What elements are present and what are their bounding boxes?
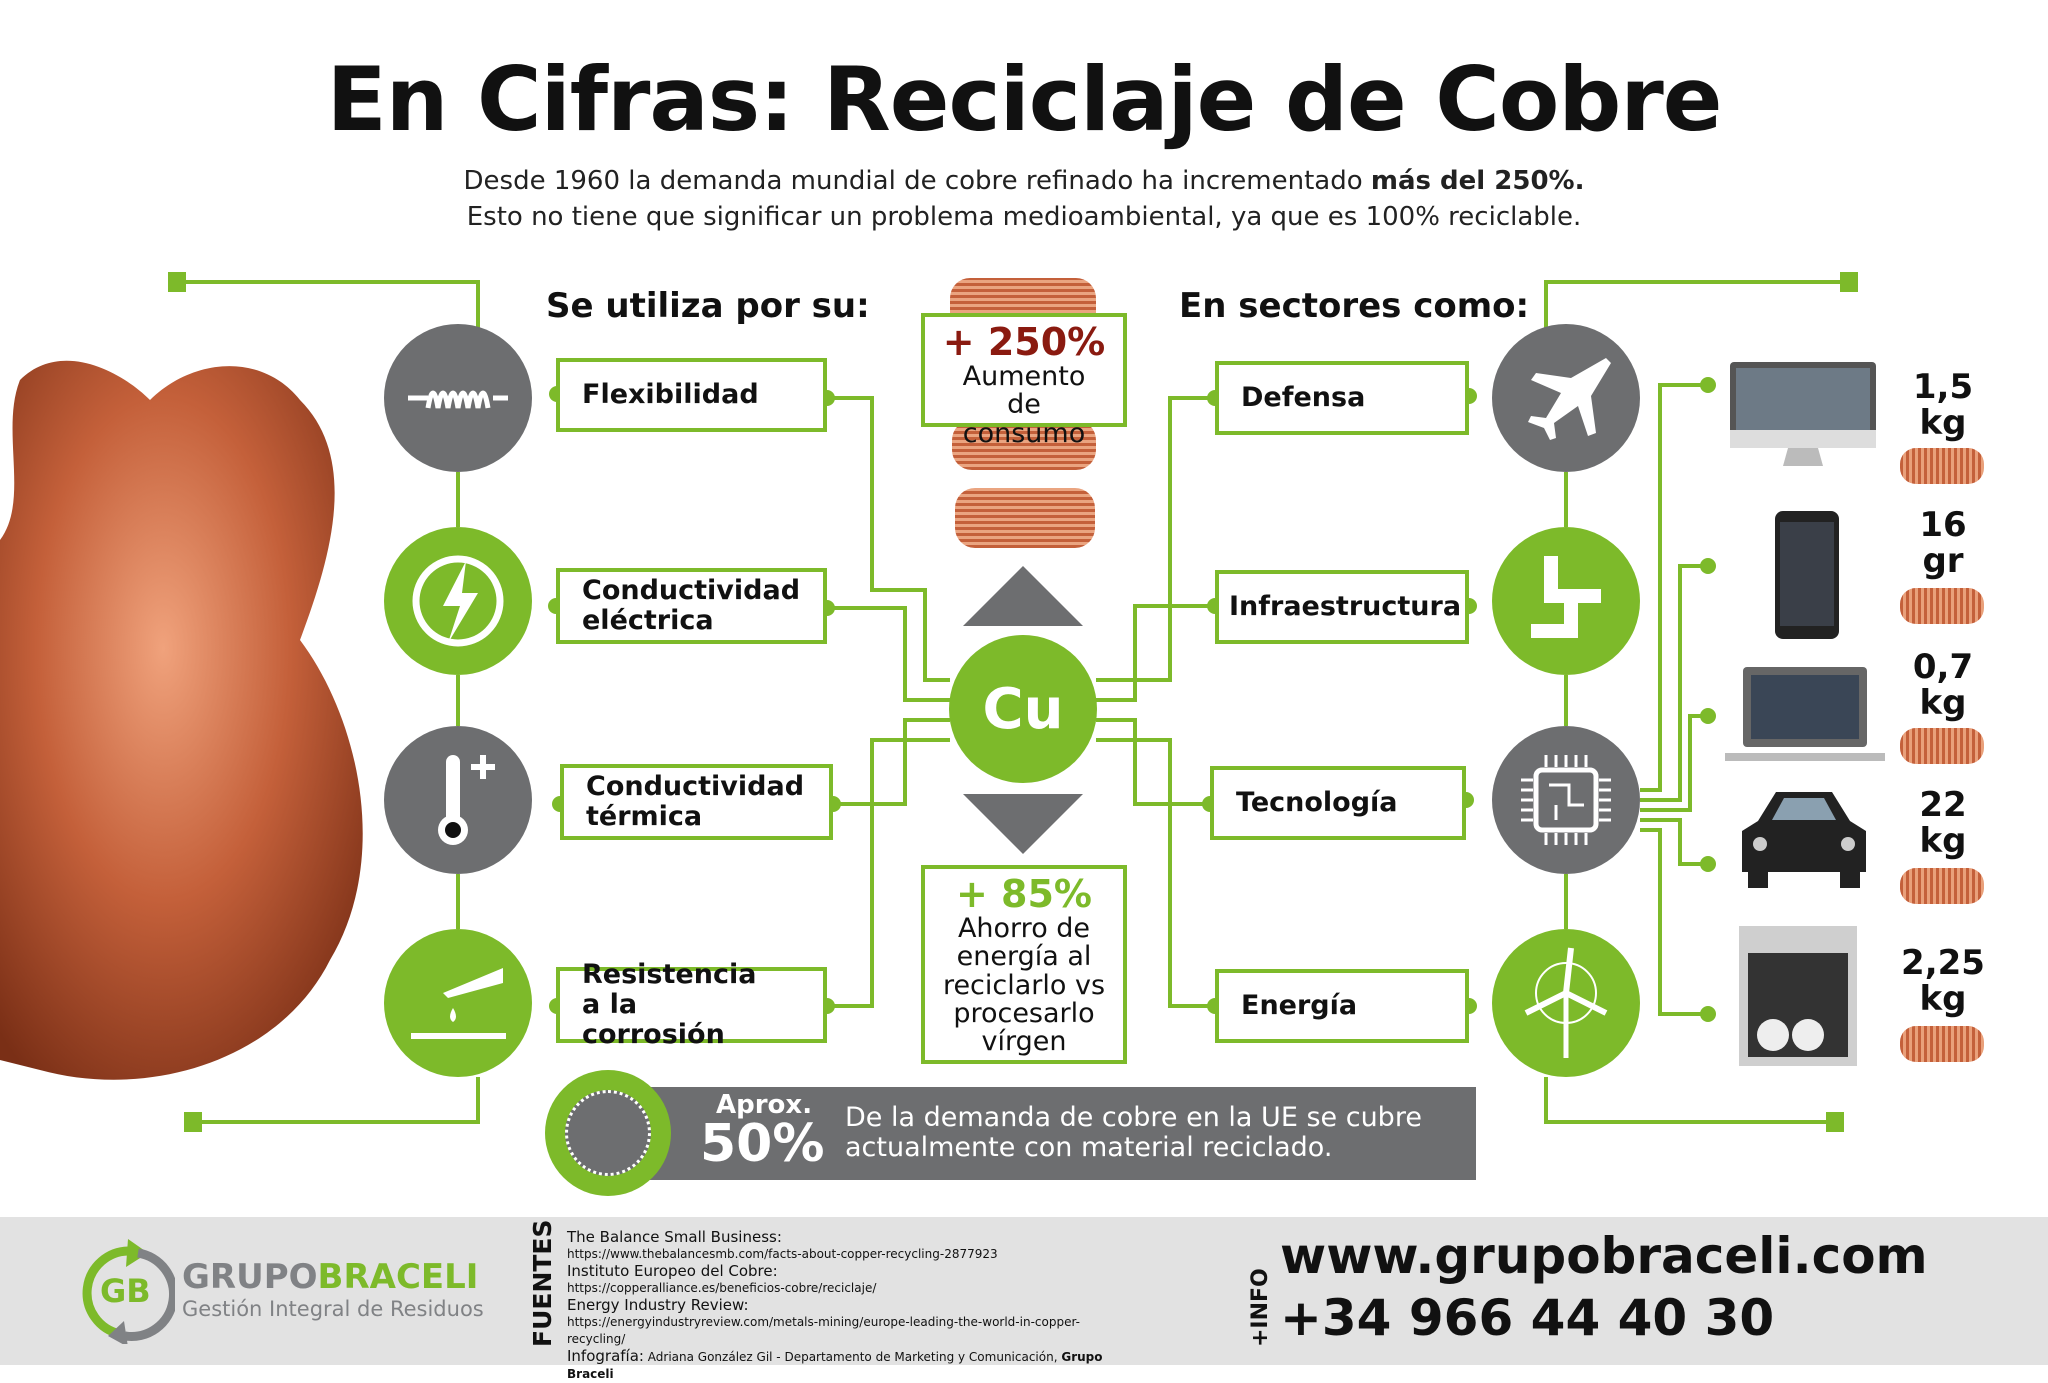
property-label: Conductividad térmica: [586, 771, 805, 832]
sector-defensa: Defensa: [1215, 361, 1469, 435]
increase-value: + 250%: [942, 320, 1106, 364]
logo-grupo: GRUPO: [182, 1257, 318, 1297]
right-section-header: En sectores como:: [1179, 286, 1530, 326]
source-url[interactable]: https://www.thebalancesmb.com/facts-abou…: [567, 1247, 998, 1261]
copper-coil-image: [1900, 448, 1984, 484]
saving-text: Ahorro de energía al reciclarlo vs proce…: [942, 912, 1106, 1058]
sources-list: The Balance Small Business: https://www.…: [567, 1229, 1127, 1383]
car-icon: [1742, 792, 1866, 888]
logo-braceli: BRACELI: [317, 1257, 479, 1297]
page-title: En Cifras: Reciclaje de Cobre: [326, 48, 1723, 151]
energy-saving-box: + 85% Ahorro de energía al reciclarlo vs…: [921, 865, 1127, 1064]
sector-infraestructura: Infraestructura: [1215, 570, 1469, 644]
amount-value: 2,25: [1901, 943, 1985, 983]
dishwasher-icon: [1739, 926, 1857, 1066]
left-section-header: Se utiliza por su:: [546, 286, 870, 326]
source-name: Energy Industry Review:: [567, 1296, 749, 1314]
footer: GB GRUPOBRACELI Gestión Integral de Resi…: [0, 1217, 2048, 1381]
copper-coil-image: [1900, 1026, 1984, 1062]
copper-symbol: Cu: [982, 676, 1064, 742]
subtitle-highlight: más del 250%.: [1370, 166, 1585, 196]
eu-flag-icon: [545, 1070, 671, 1196]
laptop-icon: [1725, 667, 1885, 761]
copper-nugget-image: [0, 360, 363, 1080]
source-url[interactable]: https://copperalliance.es/beneficios-cob…: [567, 1281, 877, 1295]
acid-drop-icon: [384, 929, 532, 1077]
eu-text-line: actualmente con material reciclado.: [845, 1132, 1333, 1163]
copper-coil-image: [1900, 588, 1984, 624]
property-conductividad-electrica: Conductividad eléctrica: [556, 568, 827, 644]
credit-line: Infografía: Adriana González Gil - Depar…: [567, 1348, 1127, 1383]
amount-unit: kg: [1919, 820, 1967, 861]
logo-gb: GB: [100, 1272, 151, 1310]
copper-wire-image: [955, 488, 1095, 548]
credit-label: Infografía:: [567, 1347, 644, 1365]
amount-unit: kg: [1919, 402, 1967, 443]
eu-banner: [600, 1087, 1476, 1180]
phone-number[interactable]: +34 966 44 40 30: [1280, 1289, 1775, 1347]
sector-energia: Energía: [1215, 969, 1469, 1043]
amount-unit: kg: [1919, 682, 1967, 723]
arrow-down-icon: [963, 794, 1083, 854]
source-url[interactable]: https://energyindustryreview.com/metals-…: [567, 1315, 1080, 1346]
consumption-increase-box: + 250% Aumento de consumo: [921, 313, 1127, 447]
thermometer-icon: [384, 726, 532, 874]
pipe-icon: [1492, 527, 1640, 675]
property-flexibilidad: Flexibilidad: [556, 358, 827, 432]
increase-text: Aumento de consumo: [962, 360, 1086, 449]
property-label: Flexibilidad: [582, 379, 759, 411]
amount-value: 1,5: [1912, 367, 1974, 407]
saving-value: + 85%: [955, 872, 1093, 916]
info-label: +INFO: [1248, 1268, 1273, 1347]
subtitle-line-1: Desde 1960 la demanda mundial de cobre r…: [0, 166, 2048, 196]
amount-unit: gr: [1922, 540, 1964, 581]
eu-prefix: Aprox.: [716, 1090, 813, 1120]
source-name: The Balance Small Business:: [567, 1228, 782, 1246]
amount-unit: kg: [1919, 978, 1967, 1019]
eu-percentage: 50%: [700, 1114, 825, 1174]
amount-value: 0,7: [1912, 647, 1974, 687]
coil-spring-icon: [384, 324, 532, 472]
property-label: Conductividad eléctrica: [582, 575, 801, 636]
sector-label: Tecnología: [1236, 787, 1398, 819]
sector-label: Infraestructura: [1229, 591, 1462, 623]
subtitle-line-2: Esto no tiene que significar un problema…: [466, 202, 1582, 232]
copper-symbol-circle: Cu: [949, 635, 1097, 783]
chip-icon: [1492, 726, 1640, 874]
sector-tecnologia: Tecnología: [1210, 766, 1466, 840]
fighter-jet-icon: [1492, 324, 1640, 472]
logo-wordmark: GRUPOBRACELI: [182, 1257, 478, 1297]
monitor-icon: [1730, 362, 1876, 466]
smartphone-icon: [1775, 511, 1839, 639]
copper-wire-image: [952, 420, 1096, 470]
connector-lines: [168, 272, 1858, 1132]
sector-label: Energía: [1241, 990, 1358, 1022]
amount-value: 16: [1919, 505, 1967, 545]
website-link[interactable]: www.grupobraceli.com: [1280, 1227, 1928, 1285]
arrow-up-icon: [963, 566, 1083, 626]
eu-text: De la demanda de cobre en la UE se cubre…: [845, 1103, 1422, 1163]
property-label: Resistencia a la corrosión: [582, 959, 757, 1050]
lightning-icon: [384, 527, 532, 675]
amount-value: 22: [1919, 785, 1967, 825]
recycle-arrows-logo: [82, 1239, 175, 1344]
sector-label: Defensa: [1241, 382, 1366, 414]
subtitle-text: Desde 1960 la demanda mundial de cobre r…: [463, 166, 1371, 196]
sources-label: FUENTES: [528, 1219, 557, 1347]
property-conductividad-termica: Conductividad térmica: [560, 764, 833, 840]
eu-text-line: De la demanda de cobre en la UE se cubre: [845, 1102, 1422, 1133]
copper-coil-image: [1900, 728, 1984, 764]
wind-turbine-icon: [1492, 929, 1640, 1077]
source-name: Instituto Europeo del Cobre:: [567, 1262, 778, 1280]
logo-tagline: Gestión Integral de Residuos: [182, 1297, 484, 1321]
property-resistencia-corrosion: Resistencia a la corrosión: [556, 960, 827, 1049]
copper-coil-image: [1900, 868, 1984, 904]
credit-text: Adriana González Gil - Departamento de M…: [643, 1350, 1062, 1364]
